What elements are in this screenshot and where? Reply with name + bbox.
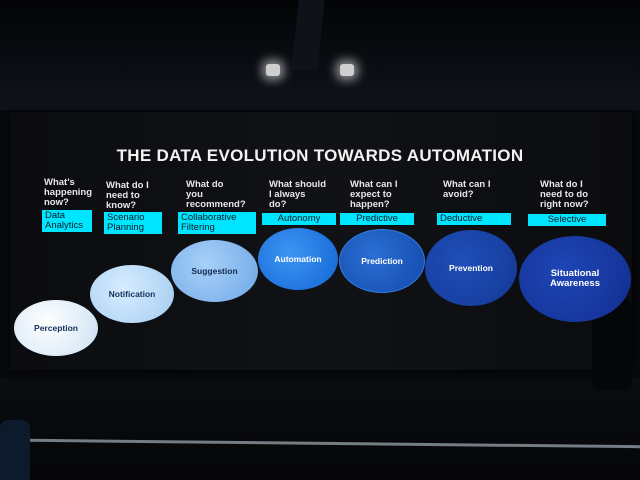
stage-question: What can I avoid? <box>443 179 491 200</box>
stage-outcome-ellipse: Prevention <box>425 230 517 306</box>
stage-question: What do I need to know? <box>106 180 149 211</box>
stage-label-badge: Scenario Planning <box>104 212 162 234</box>
stage-label-badge: Autonomy <box>262 213 336 225</box>
stage-label-badge: Data Analytics <box>42 210 92 232</box>
stage-light-left <box>266 64 280 76</box>
stage-floor <box>0 378 640 480</box>
stage-label-badge: Deductive <box>437 213 511 225</box>
stage-outcome-ellipse: Automation <box>258 228 338 290</box>
audience-chair <box>0 420 30 480</box>
stage-light-right <box>340 64 354 76</box>
stage-question: What do you recommend? <box>186 179 246 210</box>
stage-label-badge: Predictive <box>340 213 414 225</box>
stage-label-badge: Selective <box>528 214 606 226</box>
slide-title: THE DATA EVOLUTION TOWARDS AUTOMATION <box>116 146 524 165</box>
stage-outcome-ellipse: Suggestion <box>171 240 258 302</box>
stage-question: What do I need to do right now? <box>540 179 589 210</box>
stage-outcome-ellipse: Situational Awareness <box>519 236 631 322</box>
stage-outcome-ellipse: Notification <box>90 265 174 323</box>
stage-question: What's happening now? <box>44 177 93 208</box>
stage-outcome-ellipse: Perception <box>14 300 98 356</box>
stage-label-badge: Collaborative Filtering <box>178 212 256 234</box>
stage-question: What should I always do? <box>269 179 326 210</box>
stage-question: What can I expect to happen? <box>350 179 398 210</box>
stage-outcome-ellipse: Prediction <box>339 229 425 293</box>
